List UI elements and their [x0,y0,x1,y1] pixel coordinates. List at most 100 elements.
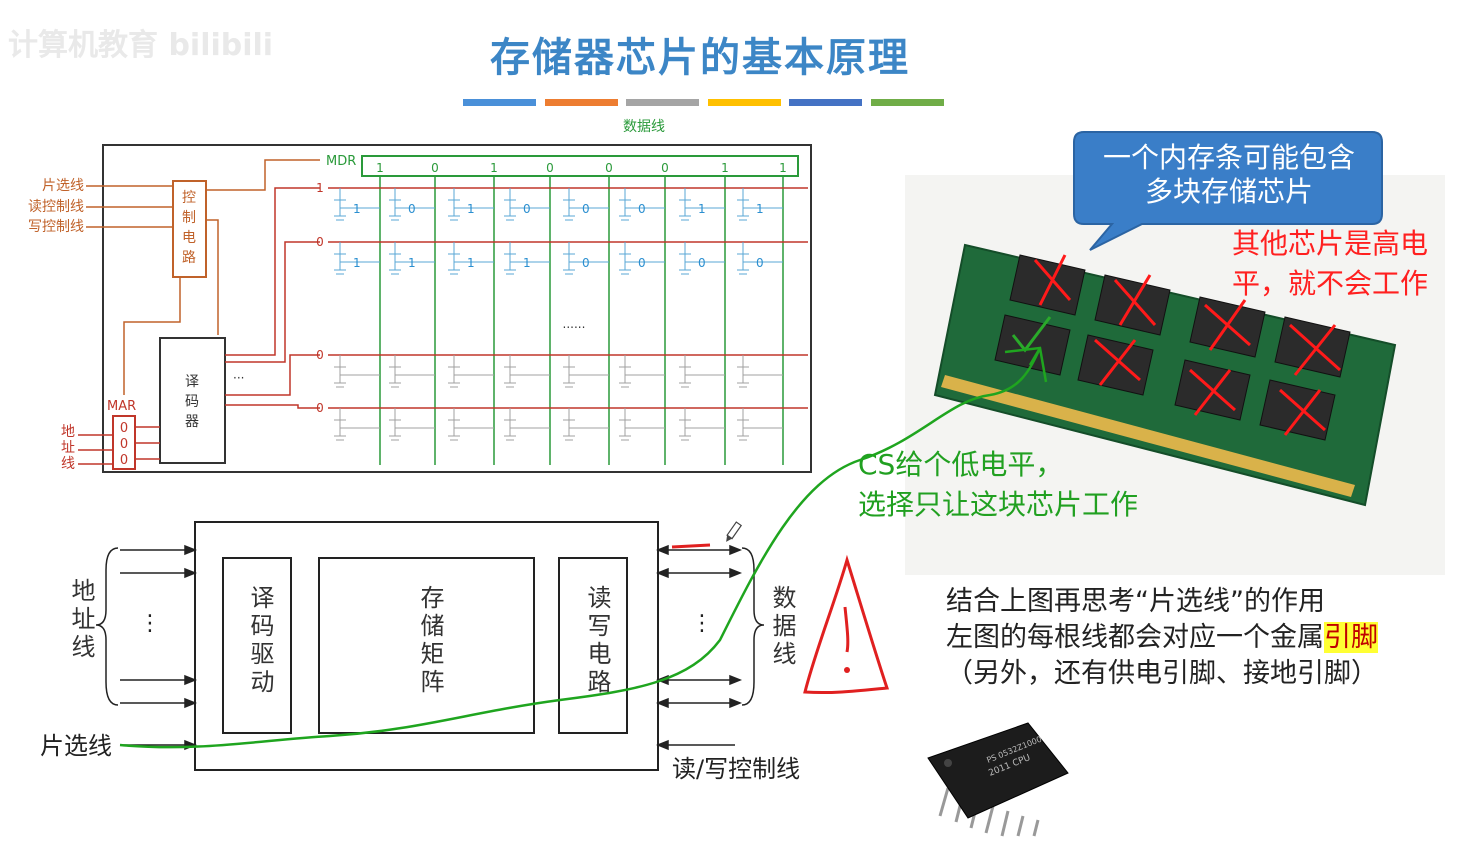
cell-bit: 0 [523,202,531,216]
callout-text: 一个内存条可能包含 多块存储芯片 [1102,141,1355,208]
svg-text:地址线: 地址线 [61,424,75,472]
memory-cell [619,188,665,221]
control-circuit-box [172,180,207,278]
address-line-label: 地址线 [67,578,95,662]
mdr-bit: 1 [721,161,729,175]
row-ellipsis: ...... [563,317,586,331]
diagram-frame [102,144,812,473]
mdr-bit: 0 [546,161,554,175]
cell-bit: 1 [467,202,475,216]
memory-cell [563,188,609,221]
svg-text:0: 0 [120,437,128,452]
storage-matrix-box [318,557,535,734]
decode-driver-label: 译码驱动 [246,585,274,697]
svg-text:0: 0 [120,453,128,468]
memory-cell [448,408,494,441]
memory-cell [504,408,550,441]
memory-cell [563,355,609,388]
color-bar-1 [463,99,536,106]
cell-bit: 0 [582,256,590,270]
mar-label: MAR [107,399,136,414]
cell-bit: 1 [523,256,531,270]
cell-bit: 0 [698,256,706,270]
memory-cell [619,355,665,388]
rw-circuit-box [558,557,628,734]
memory-cell [619,242,665,275]
data-line-label: 数据线 [623,119,665,135]
mdr-bit: 0 [605,161,613,175]
svg-text:0: 0 [120,421,128,436]
chip-select-label-bottom: 片选线 [40,732,112,760]
memory-cell [737,408,783,441]
read-control-label: 读控制线 [28,198,84,215]
memory-cell [334,188,380,221]
red-x-marks [1033,254,1342,436]
color-bar-3 [626,99,699,106]
memory-cell [448,188,494,221]
mdr-label: MDR [326,154,356,169]
svg-text:译码器: 译码器 [185,374,199,430]
decode-driver-box [222,557,292,734]
mdr-register [361,155,799,177]
cell-bit: 0 [638,256,646,270]
memory-cell [504,355,550,388]
memory-cell [679,188,725,221]
watermark: 计算机教育 bilibili [8,28,274,63]
chip-select-label: 片选线 [42,178,84,194]
memory-cell [448,242,494,275]
data-line-label-bottom: 数据线 [768,585,796,669]
memory-cell [737,355,783,388]
memory-cell [619,408,665,441]
memory-cell [389,242,435,275]
cell-bit: 1 [698,202,706,216]
mdr-bit: 1 [779,161,787,175]
mdr-bit: 0 [661,161,669,175]
mdr-bit: 1 [490,161,498,175]
memory-cell [389,188,435,221]
color-bar-5 [789,99,862,106]
pen-icon [726,521,743,542]
memory-cell [737,242,783,275]
memory-cell [389,408,435,441]
callout-bubble [1073,131,1383,251]
memory-cell [334,408,380,441]
cell-bit: 1 [353,256,361,270]
rw-control-label: 读/写控制线 [672,755,801,783]
chip-block-diagram: ⋮ ⋮ [95,521,765,771]
memory-cell [448,355,494,388]
memory-cell [563,408,609,441]
color-bar-4 [707,99,781,106]
chip-outline [194,521,659,771]
svg-text:控制电路: 控制电路 [182,190,196,266]
caption-text: 结合上图再思考“片选线”的作用 左图的每根线都会对应一个金属引脚 （另外，还有供… [946,586,1378,689]
warning-icon [803,554,890,695]
storage-matrix-label: 存储矩阵 [416,585,444,697]
memory-cell [504,188,550,221]
rw-circuit-label: 读写电路 [583,585,611,697]
write-control-label: 写控制线 [28,219,84,235]
memory-cell [334,242,380,275]
decoder-box [159,337,226,464]
memory-cell [679,355,725,388]
page-title: 存储器芯片的基本原理 [490,35,910,81]
color-bar-2 [544,99,618,106]
cell-bit: 1 [467,256,475,270]
cell-bit: 0 [408,202,416,216]
cs-low-level-note: CS给个低电平， 选择只让这块芯片工作 [858,448,1139,521]
decoder-dots: ··· [233,371,244,385]
memory-cell [334,355,380,388]
mdr-bit: 0 [431,161,439,175]
dip-ic-chip-photo: PS 0532Z1000 2011 CPU [927,722,1069,837]
memory-cell [737,188,783,221]
memory-cell [563,242,609,275]
cell-bit: 1 [353,202,361,216]
cell-bit: 0 [638,202,646,216]
cell-bit: 1 [756,202,764,216]
memory-cell [679,242,725,275]
memory-module-photo [905,175,1445,575]
other-chips-note: 其他芯片是高电 平，就不会工作 [1232,227,1429,300]
memory-cell [679,408,725,441]
cell-bit: 0 [582,202,590,216]
